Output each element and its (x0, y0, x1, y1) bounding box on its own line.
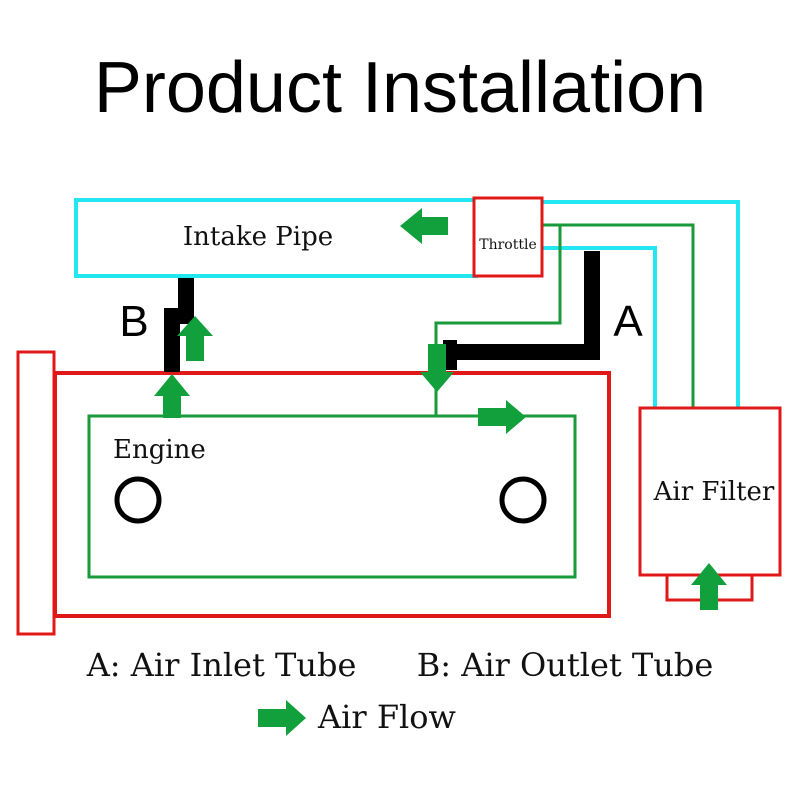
flow-arrow-engine-right (478, 400, 526, 434)
engine-frame (53, 371, 611, 618)
tube-a-marker: A (613, 297, 643, 346)
flow-arrow-engine-up (154, 374, 190, 418)
intake-pipe-box (74, 198, 478, 278)
legend-flow: Air Flow (318, 698, 456, 736)
flow-arrow-intake-left (400, 208, 448, 244)
engine-mount-left (114, 476, 162, 524)
page-title: Product Installation (93, 48, 707, 128)
tube-b-marker: B (119, 297, 148, 346)
engine-inner-path (87, 414, 577, 579)
legend-tubes: A: Air Inlet Tube B: Air Outlet Tube (0, 646, 800, 684)
flow-arrow-inlet-down (420, 344, 454, 392)
intake-pipe-label: Intake Pipe (183, 222, 333, 252)
tube-a (451, 251, 600, 360)
tube-a-end (443, 340, 457, 370)
throttle-box (472, 196, 544, 278)
air-filter-label: Air Filter (653, 477, 775, 507)
intake-outer-pipe (540, 200, 740, 410)
flow-arrow-outlet-up (177, 316, 213, 361)
air-path-filter (542, 223, 695, 436)
engine-label: Engine (113, 435, 206, 465)
legend-a: A: Air Inlet Tube (86, 646, 357, 684)
flow-arrow-filter-up (691, 563, 727, 610)
engine-mount-right (499, 476, 547, 524)
legend-flow-arrow-icon (258, 700, 306, 736)
throttle-label: Throttle (479, 237, 537, 253)
intake-inner-pipe (540, 246, 657, 410)
legend-b: B: Air Outlet Tube (416, 646, 714, 684)
legend-flow-label: Air Flow (318, 698, 456, 736)
air-filter-box (638, 406, 782, 577)
tube-b (164, 278, 194, 372)
radiator-plate (16, 350, 56, 636)
